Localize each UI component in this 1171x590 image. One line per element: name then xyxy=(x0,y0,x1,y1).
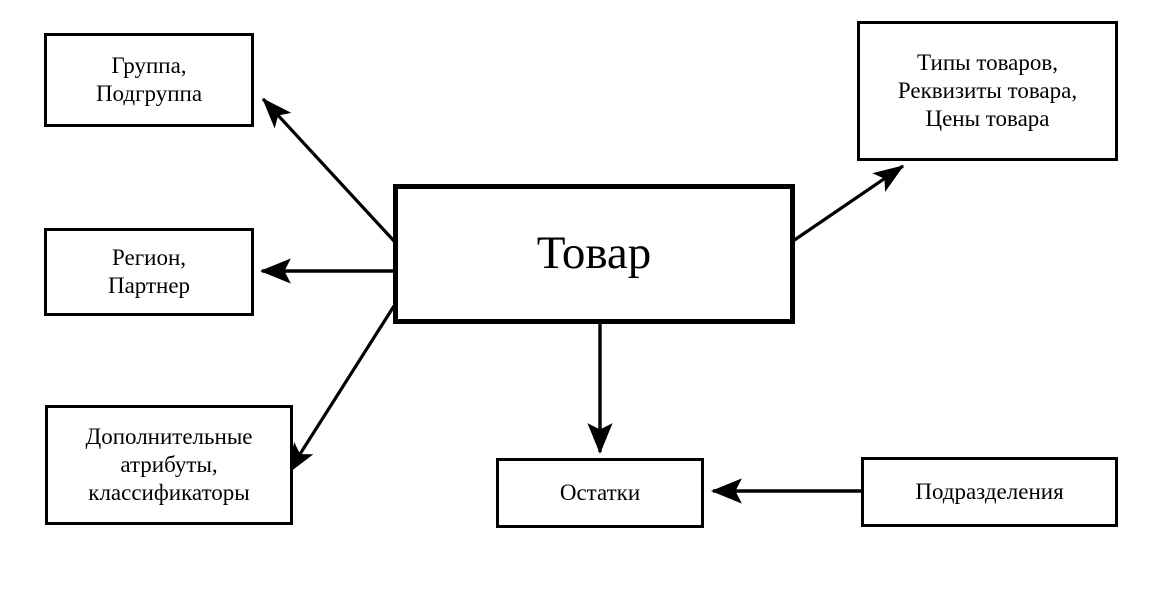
node-product-types-label: Типы товаров, Реквизиты товара, Цены тов… xyxy=(897,49,1078,132)
node-additional-attributes[interactable]: Дополнительные атрибуты, классификаторы xyxy=(45,405,293,525)
node-product-central-label: Товар xyxy=(536,227,652,280)
node-departments[interactable]: Подразделения xyxy=(861,457,1118,527)
node-departments-label: Подразделения xyxy=(915,478,1064,504)
node-region-partner-label: Регион, Партнер xyxy=(107,244,191,298)
node-region-partner[interactable]: Регион, Партнер xyxy=(44,228,254,316)
node-group-subgroup[interactable]: Группа, Подгруппа xyxy=(44,33,254,127)
edge-product-to-group xyxy=(261,97,396,243)
edge-product-to-attributes xyxy=(286,305,396,475)
node-additional-attributes-label: Дополнительные атрибуты, классификаторы xyxy=(85,423,253,506)
node-group-subgroup-label: Группа, Подгруппа xyxy=(95,52,203,106)
node-product-central[interactable]: Товар xyxy=(393,184,795,324)
node-stock-balances[interactable]: Остатки xyxy=(496,458,704,528)
node-stock-balances-label: Остатки xyxy=(559,479,641,505)
edge-product-to-types xyxy=(792,164,905,243)
node-product-types[interactable]: Типы товаров, Реквизиты товара, Цены тов… xyxy=(857,21,1118,161)
